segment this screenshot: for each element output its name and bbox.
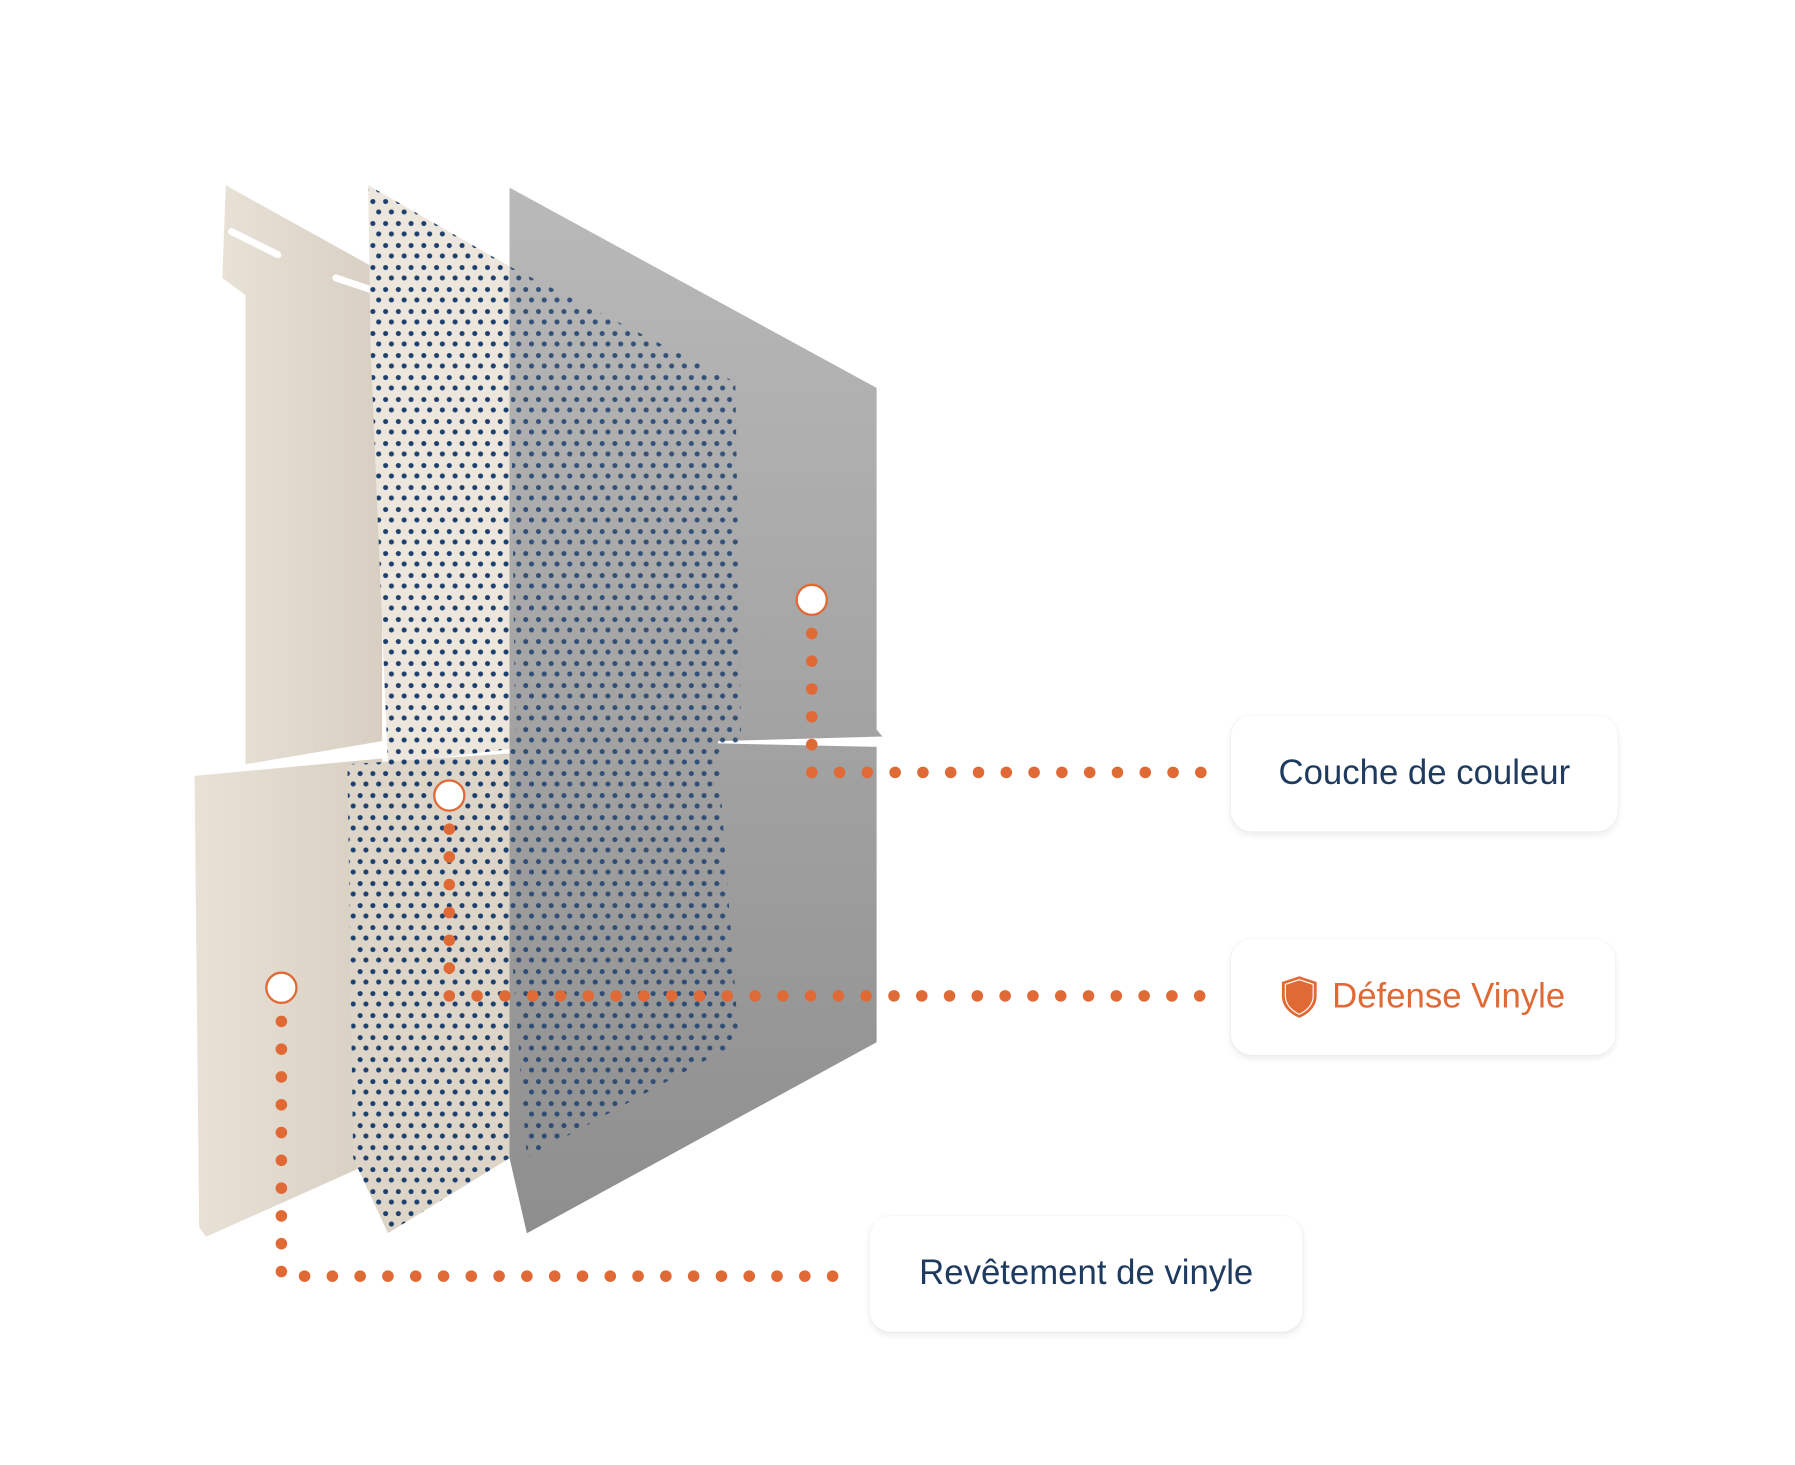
callout-defense [443, 823, 1211, 1002]
callout-color-layer [805, 627, 1211, 779]
label-vinyl: Revêtement de vinyle [869, 1215, 1303, 1332]
defense-layer [347, 185, 527, 1234]
marker-vinyl[interactable] [265, 971, 298, 1004]
marker-defense[interactable] [433, 779, 466, 812]
callout-vinyl [275, 1015, 852, 1282]
color-layer [497, 187, 883, 1234]
label-vinyl-text: Revêtement de vinyle [919, 1254, 1254, 1293]
label-defense-text: Défense Vinyle [1332, 977, 1566, 1016]
label-color-layer: Couche de couleur [1230, 715, 1618, 832]
label-color-layer-text: Couche de couleur [1278, 753, 1571, 793]
marker-color-layer[interactable] [795, 583, 828, 617]
label-defense: Défense Vinyle [1230, 939, 1616, 1055]
shield-icon [1282, 976, 1318, 1018]
